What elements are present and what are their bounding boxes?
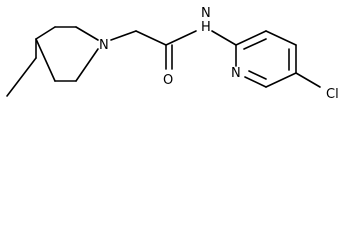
- bond-py-c6-n1: [244, 76, 267, 88]
- label-carbonyl-o: O: [163, 73, 173, 88]
- bond-n1-c2: [75, 26, 99, 41]
- bond-c5-cl: [295, 72, 321, 88]
- label-amide-h: H: [201, 20, 211, 35]
- label-chloro: Cl: [326, 87, 339, 102]
- bond-py-inner-1: [243, 38, 267, 50]
- bond-py-inner-3: [248, 70, 267, 80]
- pyridine-ring: [235, 30, 297, 88]
- bond-c6-n1: [75, 48, 99, 82]
- label-pyridine-n: N: [231, 66, 241, 81]
- label-piperidine-n: N: [99, 38, 109, 53]
- bond-ch2-carbonyl: [135, 30, 167, 46]
- bond-py-c2-c3: [235, 30, 267, 46]
- bond-c4-c5: [35, 38, 56, 82]
- bond-py-c5-c6: [265, 72, 297, 88]
- chemical-structure-diagram: N N H O N Cl: [6, 6, 339, 102]
- piperidine-ring: [35, 26, 99, 82]
- bond-py-c3-c4: [265, 30, 297, 46]
- label-amide-n: N: [201, 6, 211, 21]
- bond-carbonyl-nh: [165, 30, 197, 46]
- bond-n1-ch2: [110, 30, 137, 41]
- bond-methyl: [6, 57, 37, 97]
- bond-nh-pyridine-c2: [211, 30, 237, 46]
- bond-c3-c4: [35, 26, 56, 40]
